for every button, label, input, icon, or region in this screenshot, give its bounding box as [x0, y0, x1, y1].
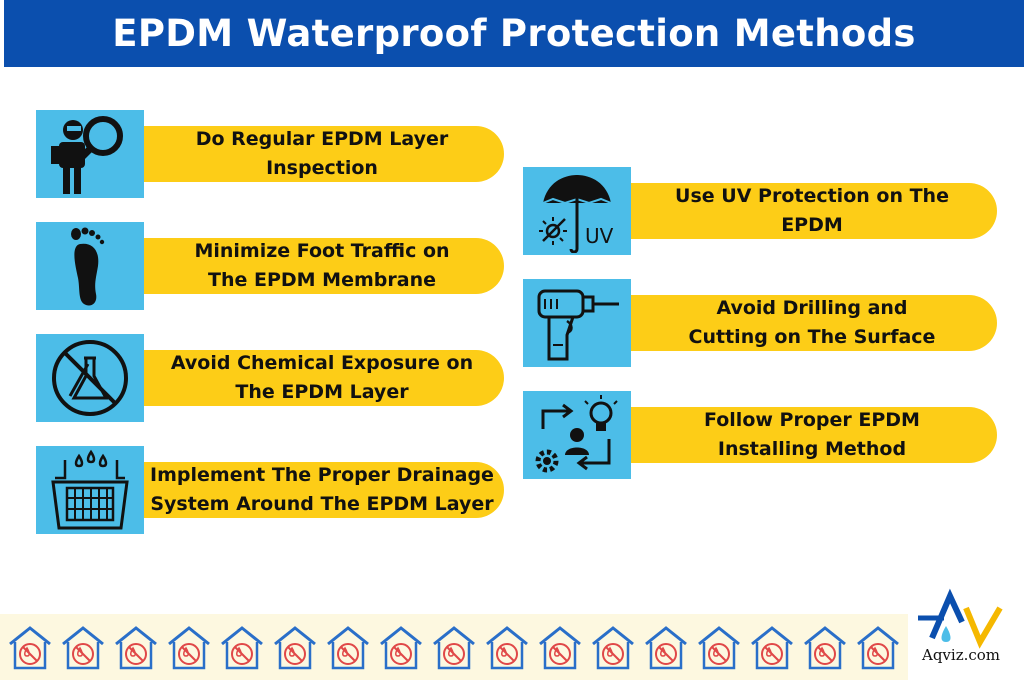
house-leak-icon — [274, 626, 316, 670]
method-item-chemical: Avoid Chemical Exposure on The EPDM Laye… — [36, 334, 506, 422]
method-label-pill: Follow Proper EPDM Installing Method — [623, 407, 997, 463]
house-leak-icon — [433, 626, 475, 670]
house-leak-icon — [327, 626, 369, 670]
house-leak-icon — [486, 626, 528, 670]
method-label: Do Regular EPDM Layer Inspection — [195, 128, 449, 179]
method-label: Implement The Proper Drainage System Aro… — [150, 464, 494, 515]
process-gear-bulb-icon — [523, 391, 631, 479]
house-leak-icon — [168, 626, 210, 670]
method-label-pill: Avoid Chemical Exposure on The EPDM Laye… — [136, 350, 504, 406]
method-label-pill: Use UV Protection on The EPDM — [623, 183, 997, 239]
method-item-foot-traffic: Minimize Foot Traffic on The EPDM Membra… — [36, 222, 506, 310]
no-chemical-icon — [36, 334, 144, 422]
house-leak-icon — [751, 626, 793, 670]
method-item-uv: UV Use UV Protection on The EPDM — [523, 167, 997, 255]
method-label: Use UV Protection on The EPDM — [675, 185, 949, 236]
drill-icon — [523, 279, 631, 367]
house-leak-icon — [592, 626, 634, 670]
method-label-pill: Do Regular EPDM Layer Inspection — [136, 126, 504, 182]
house-leak-icon — [804, 626, 846, 670]
method-label-pill: Minimize Foot Traffic on The EPDM Membra… — [136, 238, 504, 294]
house-leak-icon — [221, 626, 263, 670]
page-title: EPDM Waterproof Protection Methods — [112, 12, 916, 55]
house-leak-icon — [62, 626, 104, 670]
method-label: Follow Proper EPDM Installing Method — [704, 409, 920, 460]
header-banner: EPDM Waterproof Protection Methods — [4, 0, 1024, 67]
method-item-drainage: Implement The Proper Drainage System Aro… — [36, 446, 506, 534]
method-label: Avoid Chemical Exposure on The EPDM Laye… — [170, 352, 474, 403]
footprint-icon — [36, 222, 144, 310]
house-leak-icon — [539, 626, 581, 670]
aqviz-logo-icon — [918, 588, 1003, 649]
uv-text: UV — [585, 224, 614, 248]
house-leak-icon — [9, 626, 51, 670]
method-label-pill: Implement The Proper Drainage System Aro… — [136, 462, 504, 518]
method-label: Minimize Foot Traffic on The EPDM Membra… — [194, 240, 450, 291]
method-label-pill: Avoid Drilling and Cutting on The Surfac… — [623, 295, 997, 351]
method-item-inspection: Do Regular EPDM Layer Inspection — [36, 110, 506, 198]
method-label: Avoid Drilling and Cutting on The Surfac… — [688, 297, 936, 348]
drainage-icon — [36, 446, 144, 534]
umbrella-uv-icon: UV — [523, 167, 631, 255]
house-leak-icon — [857, 626, 899, 670]
method-item-installing: Follow Proper EPDM Installing Method — [523, 391, 997, 479]
house-leak-icon — [115, 626, 157, 670]
house-leak-icon — [645, 626, 687, 670]
method-item-drilling: Avoid Drilling and Cutting on The Surfac… — [523, 279, 997, 367]
house-leak-icon — [380, 626, 422, 670]
footer-house-strip — [0, 614, 908, 680]
logo-text: Aqviz.com — [922, 646, 1001, 664]
house-leak-icon — [698, 626, 740, 670]
inspector-magnifier-icon — [36, 110, 144, 198]
